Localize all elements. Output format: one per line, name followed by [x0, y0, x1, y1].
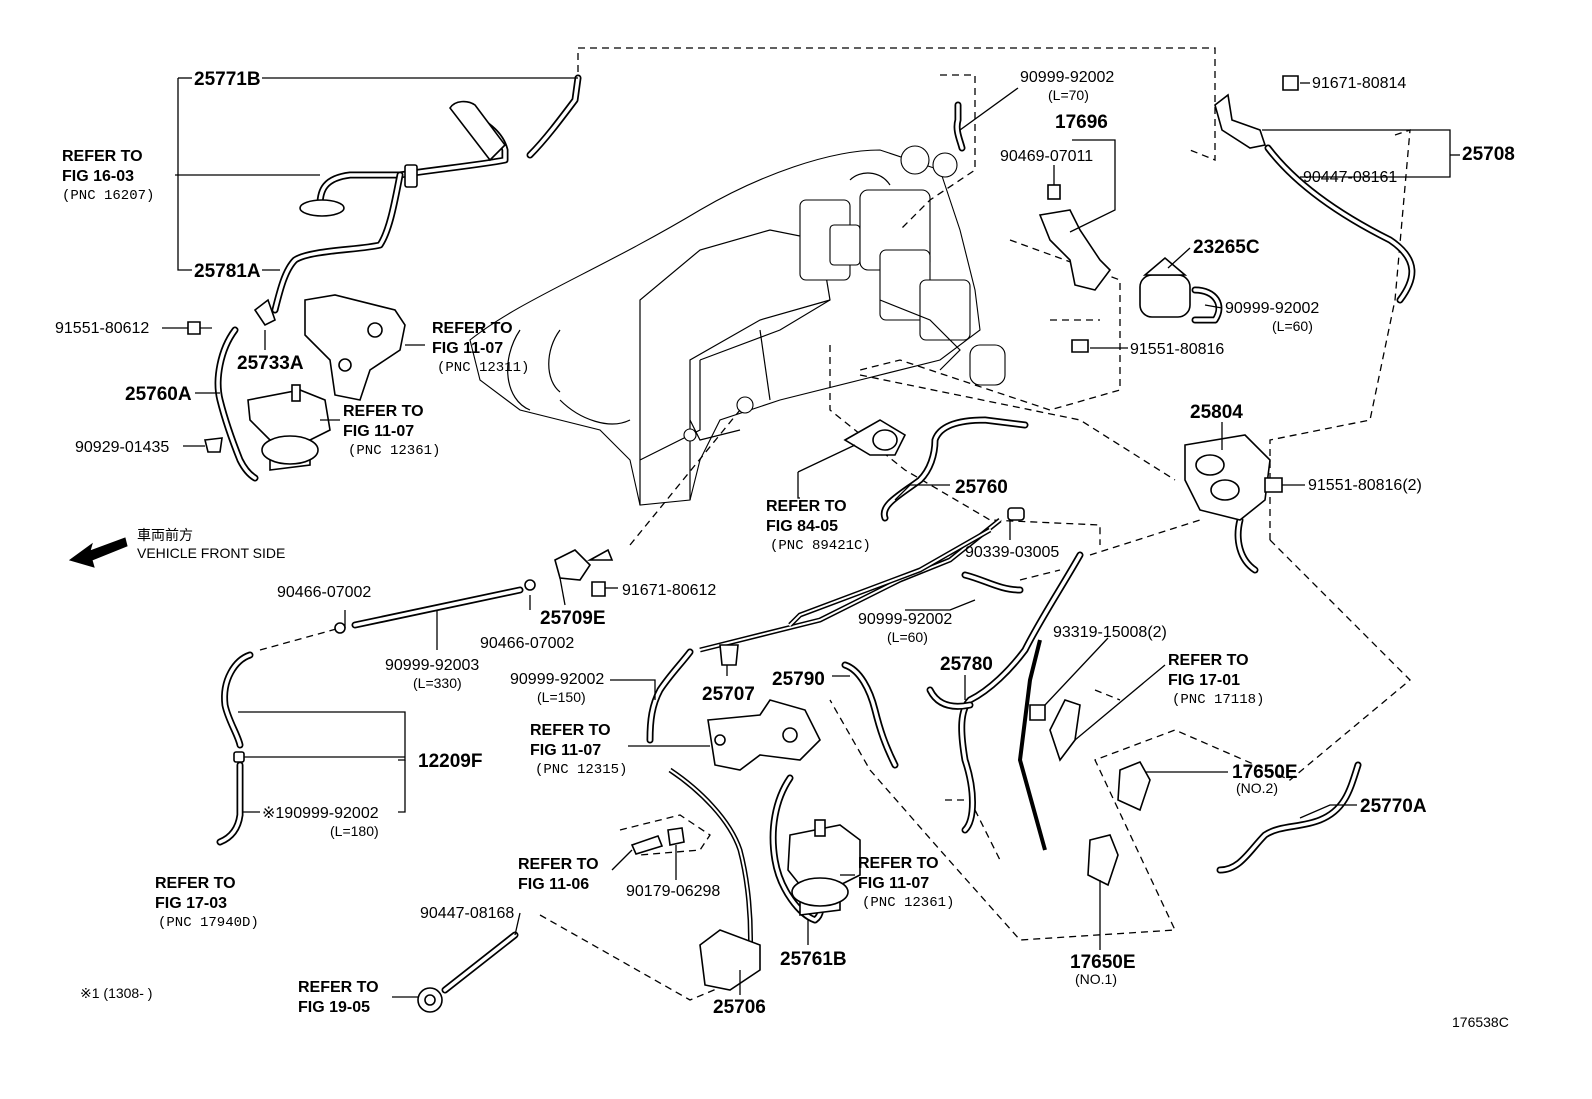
- label-90999-92002-l180-length: (L=180): [330, 823, 379, 839]
- svg-text:FIG 17-03: FIG 17-03: [155, 895, 227, 912]
- label-25771B: 25771B: [194, 69, 261, 90]
- label-25708: 25708: [1462, 144, 1515, 165]
- svg-text:REFER TO: REFER TO: [1168, 652, 1249, 669]
- svg-text:(PNC 89421C): (PNC 89421C): [770, 538, 871, 554]
- label-17650E-no1-sub: (NO.1): [1075, 971, 1117, 987]
- refer-fig-11-07-pnc-12361-left: REFER TO FIG 11-07 (PNC 12361): [343, 403, 440, 459]
- svg-text:REFER TO: REFER TO: [432, 320, 513, 337]
- svg-text:(PNC 17118): (PNC 17118): [1172, 692, 1264, 708]
- label-90179-06298: 90179-06298: [626, 883, 720, 900]
- refer-fig-11-07-pnc-12311: REFER TO FIG 11-07 (PNC 12311): [432, 320, 529, 376]
- label-17696: 17696: [1055, 112, 1108, 133]
- label-17650E-no1: 17650E: [1070, 952, 1136, 973]
- svg-text:FIG 11-07: FIG 11-07: [858, 875, 929, 892]
- label-25733A: 25733A: [237, 353, 304, 374]
- label-12209F: 12209F: [418, 751, 482, 772]
- label-25780: 25780: [940, 654, 993, 675]
- svg-text:REFER TO: REFER TO: [62, 148, 143, 165]
- label-90447-08168: 90447-08168: [420, 905, 514, 922]
- svg-text:(PNC 17940D): (PNC 17940D): [158, 915, 259, 931]
- label-90339-03005: 90339-03005: [965, 544, 1059, 561]
- label-25761B: 25761B: [780, 949, 847, 970]
- label-91551-80612: 91551-80612: [55, 320, 149, 337]
- refer-fig-16-03: REFER TO FIG 16-03 (PNC 16207): [62, 148, 154, 204]
- svg-text:REFER TO: REFER TO: [155, 875, 236, 892]
- label-90999-92002-l150-length: (L=150): [537, 689, 586, 705]
- refer-to-notes: REFER TO FIG 16-03 (PNC 16207) REFER TO …: [62, 148, 1264, 1016]
- leader-lines: [162, 77, 1460, 998]
- svg-text:(PNC 12361): (PNC 12361): [348, 443, 440, 459]
- label-91551-80816: 91551-80816: [1130, 341, 1224, 358]
- direction-label-jp: 車両前方: [137, 527, 193, 543]
- label-25760A: 25760A: [125, 384, 192, 405]
- refer-fig-17-01: REFER TO FIG 17-01 (PNC 17118): [1168, 652, 1264, 708]
- label-17650E-no2-sub: (NO.2): [1236, 780, 1278, 796]
- refer-fig-11-07-pnc-12361-right: REFER TO FIG 11-07 (PNC 12361): [858, 855, 954, 911]
- refer-fig-84-05: REFER TO FIG 84-05 (PNC 89421C): [766, 498, 871, 554]
- label-93319-15008: 93319-15008(2): [1053, 624, 1167, 641]
- svg-text:FIG 19-05: FIG 19-05: [298, 999, 370, 1016]
- label-90466-07002-left: 90466-07002: [277, 584, 371, 601]
- label-25760: 25760: [955, 477, 1008, 498]
- svg-text:(PNC 12315): (PNC 12315): [535, 762, 627, 778]
- svg-text:FIG 11-07: FIG 11-07: [530, 742, 601, 759]
- svg-text:REFER TO: REFER TO: [518, 856, 599, 873]
- label-90999-92003: 90999-92003: [385, 657, 479, 674]
- label-23265C: 23265C: [1193, 237, 1260, 258]
- svg-text:FIG 84-05: FIG 84-05: [766, 518, 838, 535]
- svg-text:REFER TO: REFER TO: [343, 403, 424, 420]
- label-90469-07011: 90469-07011: [1000, 148, 1093, 165]
- svg-text:FIG 16-03: FIG 16-03: [62, 168, 134, 185]
- svg-text:REFER TO: REFER TO: [766, 498, 847, 515]
- label-91671-80814: 91671-80814: [1312, 75, 1406, 92]
- label-90999-92002-l70-length: (L=70): [1048, 87, 1089, 103]
- label-91551-80816-2: 91551-80816(2): [1308, 477, 1422, 494]
- label-17650E-no2: 17650E: [1232, 762, 1298, 783]
- label-90999-92002-l60: 90999-92002: [1225, 300, 1319, 317]
- figure-id: 176538C: [1452, 1014, 1509, 1030]
- refer-fig-11-07-pnc-12315: REFER TO FIG 11-07 (PNC 12315): [530, 722, 627, 778]
- footnote: ※1 (1308- ): [80, 985, 152, 1001]
- label-25790: 25790: [772, 669, 825, 690]
- label-90999-92002-l150: 90999-92002: [510, 671, 604, 688]
- misc-text: 車両前方 VEHICLE FRONT SIDE ※1 (1308- ) 1765…: [80, 527, 1509, 1030]
- label-90466-07002-right: 90466-07002: [480, 635, 574, 652]
- svg-text:REFER TO: REFER TO: [858, 855, 939, 872]
- refer-fig-11-06: REFER TO FIG 11-06: [518, 856, 599, 893]
- label-90999-92002-l180: ※190999-92002: [262, 805, 379, 822]
- part-labels: 25771B 25781A 91551-80612 25733A 25760A …: [55, 69, 1515, 1018]
- components: [68, 75, 1299, 1013]
- svg-text:(PNC 12311): (PNC 12311): [437, 360, 529, 376]
- svg-text:(PNC 12361): (PNC 12361): [862, 895, 954, 911]
- svg-text:FIG 11-07: FIG 11-07: [343, 423, 414, 440]
- svg-text:FIG 11-07: FIG 11-07: [432, 340, 503, 357]
- svg-text:FIG 17-01: FIG 17-01: [1168, 672, 1240, 689]
- svg-text:FIG 11-06: FIG 11-06: [518, 876, 589, 893]
- svg-text:REFER TO: REFER TO: [530, 722, 611, 739]
- label-90999-92002-l70: 90999-92002: [1020, 69, 1114, 86]
- label-90447-08161: 90447-08161: [1303, 169, 1397, 186]
- label-25706: 25706: [713, 997, 766, 1018]
- label-25709E: 25709E: [540, 608, 606, 629]
- direction-label-en: VEHICLE FRONT SIDE: [137, 545, 285, 561]
- engine-block-outline: [469, 145, 1006, 506]
- label-25781A: 25781A: [194, 261, 261, 282]
- label-90999-92003-length: (L=330): [413, 675, 462, 691]
- label-25707: 25707: [702, 684, 755, 705]
- svg-text:(PNC 16207): (PNC 16207): [62, 188, 154, 204]
- refer-fig-19-05: REFER TO FIG 19-05: [298, 979, 379, 1016]
- label-90999-92002-l60-b-length: (L=60): [887, 629, 928, 645]
- label-90929-01435: 90929-01435: [75, 439, 169, 456]
- label-90999-92002-l60-b: 90999-92002: [858, 611, 952, 628]
- label-25804: 25804: [1190, 402, 1243, 423]
- label-25770A: 25770A: [1360, 796, 1427, 817]
- label-91671-80612: 91671-80612: [622, 582, 716, 599]
- label-90999-92002-l60-length: (L=60): [1272, 318, 1313, 334]
- refer-fig-17-03: REFER TO FIG 17-03 (PNC 17940D): [155, 875, 259, 931]
- svg-text:REFER TO: REFER TO: [298, 979, 379, 996]
